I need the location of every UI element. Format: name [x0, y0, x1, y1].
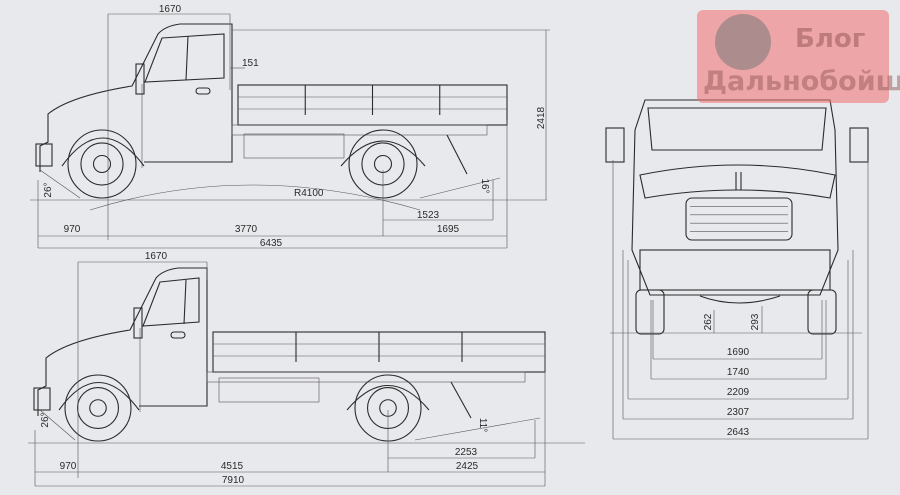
cab-window: [144, 33, 225, 83]
wheel-hub: [373, 154, 393, 174]
dim-front-overhang: 970: [64, 224, 81, 235]
departure-angle-line: [419, 177, 501, 199]
mudflap-bracket: [450, 381, 472, 419]
watermark-truck-logo-icon: [715, 14, 771, 70]
dim-height: 2418: [536, 106, 547, 129]
wheel-rim: [76, 386, 120, 430]
watermark: Блог Дальнобойщик: [697, 10, 900, 103]
front-bumper: [639, 249, 831, 291]
dim-front-overhang-long: 970: [60, 461, 77, 472]
front-bumper: [33, 387, 51, 411]
dim-approach-angle: 26°: [43, 182, 54, 197]
left-mirror: [605, 127, 625, 163]
windshield: [647, 107, 827, 151]
dim-track-rear: 1690: [727, 347, 750, 358]
rear-wheel-arch: [340, 140, 426, 167]
dim-ground-clearance-front: 262: [703, 313, 714, 330]
dimension-lines: [34, 13, 869, 487]
right-mirror: [849, 127, 869, 163]
door-handle: [195, 87, 211, 95]
dim-track-front: 1740: [727, 367, 750, 378]
dim-platform-rear-long: 2253: [455, 447, 478, 458]
dim-platform-rear: 1523: [417, 210, 440, 221]
approach-angle-line: [39, 409, 76, 441]
departure-angle-line: [414, 417, 541, 441]
dim-rear-overhang: 1695: [437, 224, 460, 235]
dim-turning-radius: R4100: [294, 188, 324, 199]
side-view-long-truck: [28, 267, 585, 444]
dim-overall-length: 6435: [260, 238, 283, 249]
turning-radius-arc: [89, 184, 421, 211]
dim-ground-clearance-rear: 293: [750, 313, 761, 330]
dim-cab-length: 1670: [159, 4, 182, 15]
wheel-hub: [92, 154, 112, 174]
dim-overall-length-long: 7910: [222, 475, 245, 486]
dim-width-2307: 2307: [727, 407, 750, 418]
left-wheel: [635, 289, 665, 335]
mudflap-bracket: [446, 134, 468, 175]
wheel-hub: [89, 399, 107, 417]
dim-approach-angle-long: 26°: [40, 412, 51, 427]
chassis-frame: [231, 124, 488, 136]
mirror: [133, 307, 143, 339]
approach-angle-line: [39, 169, 81, 199]
front-view-truck: [605, 99, 869, 335]
dim-cab-length-long: 1670: [145, 251, 168, 262]
cab-front-outline: [631, 99, 839, 296]
dim-departure-angle-long: 11°: [477, 418, 488, 432]
front-bumper: [35, 143, 53, 167]
mirror: [135, 63, 145, 95]
cab-window: [142, 277, 200, 327]
cab-outline: [37, 267, 208, 416]
wheel-rim: [80, 142, 124, 186]
cab-outline: [39, 23, 233, 172]
dim-width-mirrors: 2643: [727, 427, 750, 438]
dim-wheelbase: 3770: [235, 224, 258, 235]
window-pillar: [185, 35, 189, 81]
wheel-tire: [67, 129, 137, 199]
dim-rear-overhang-long: 2425: [456, 461, 479, 472]
axle: [699, 295, 781, 304]
chassis-frame: [206, 371, 526, 383]
wheel-arch: [61, 137, 145, 167]
dim-body-width: 2209: [727, 387, 750, 398]
door-handle: [170, 331, 186, 339]
rear-wheel-arch: [346, 385, 430, 411]
side-view-short-truck: [30, 23, 547, 201]
dim-wheelbase-long: 4515: [221, 461, 244, 472]
fuel-tank: [243, 133, 345, 159]
dim-departure-angle: 16°: [479, 178, 490, 193]
window-pillar: [183, 279, 187, 325]
fuel-tank: [218, 377, 320, 403]
watermark-line1: Блог: [795, 24, 866, 54]
dim-cab-gap: 151: [242, 58, 259, 69]
watermark-line2: Дальнобойщик: [703, 66, 900, 97]
grille: [685, 197, 793, 241]
hood: [639, 164, 836, 199]
wheel-arch: [58, 382, 140, 411]
wheel-tire: [64, 374, 132, 442]
